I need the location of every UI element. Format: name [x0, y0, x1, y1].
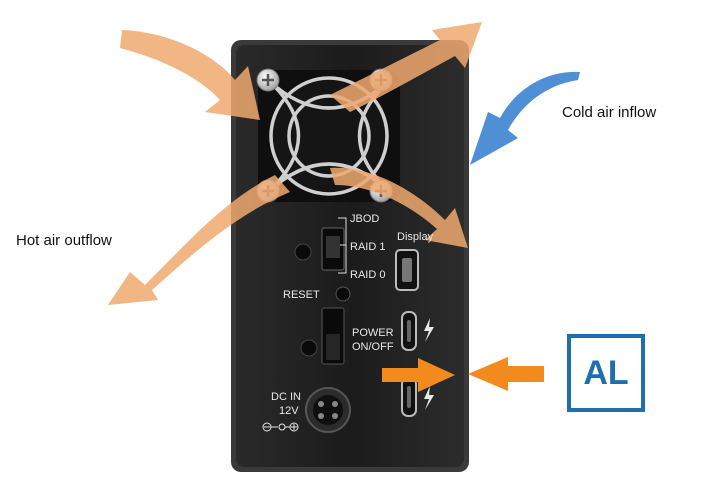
power-switch[interactable] — [321, 307, 345, 365]
orange-arrow-right — [382, 358, 455, 392]
raid1-label: RAID 1 — [350, 241, 385, 253]
thunderbolt-port[interactable] — [401, 377, 417, 417]
reset-label: RESET — [283, 289, 320, 301]
hot-air-arrow — [108, 175, 290, 305]
al-badge: AL — [567, 334, 645, 412]
port-hole — [300, 339, 318, 357]
hot-air-arrows — [108, 22, 482, 305]
power-label: POWER — [352, 327, 394, 339]
display-label: Display — [397, 231, 434, 243]
al-badge-text: AL — [583, 353, 629, 392]
dc-in-label: DC IN — [271, 391, 301, 403]
orange-arrow-left — [468, 357, 544, 391]
switch-leader-lines — [338, 217, 347, 274]
cold-air-inflow-label: Cold air inflow — [562, 104, 657, 121]
polarity-icon — [262, 422, 299, 432]
screw-icon — [256, 68, 280, 92]
hot-air-arrow — [330, 167, 468, 248]
reset-button[interactable] — [335, 286, 351, 302]
dc-volts-label: 12V — [279, 405, 299, 417]
hot-air-arrow — [120, 30, 260, 120]
hot-air-arrow — [330, 22, 482, 112]
jbod-label: JBOD — [350, 213, 379, 225]
thunderbolt-icon — [424, 386, 434, 410]
raid0-label: RAID 0 — [350, 269, 385, 281]
cold-air-arrow — [470, 71, 580, 165]
thunderbolt-port[interactable] — [401, 311, 417, 351]
raid-mode-switch[interactable] — [321, 227, 345, 271]
hot-air-outflow-label: Hot air outflow — [16, 232, 112, 249]
power-onoff-label: ON/OFF — [352, 341, 394, 353]
thunderbolt-icon — [424, 318, 434, 342]
dc-power-jack[interactable] — [305, 387, 351, 433]
status-led-hole — [294, 243, 312, 261]
display-port[interactable] — [395, 249, 419, 291]
